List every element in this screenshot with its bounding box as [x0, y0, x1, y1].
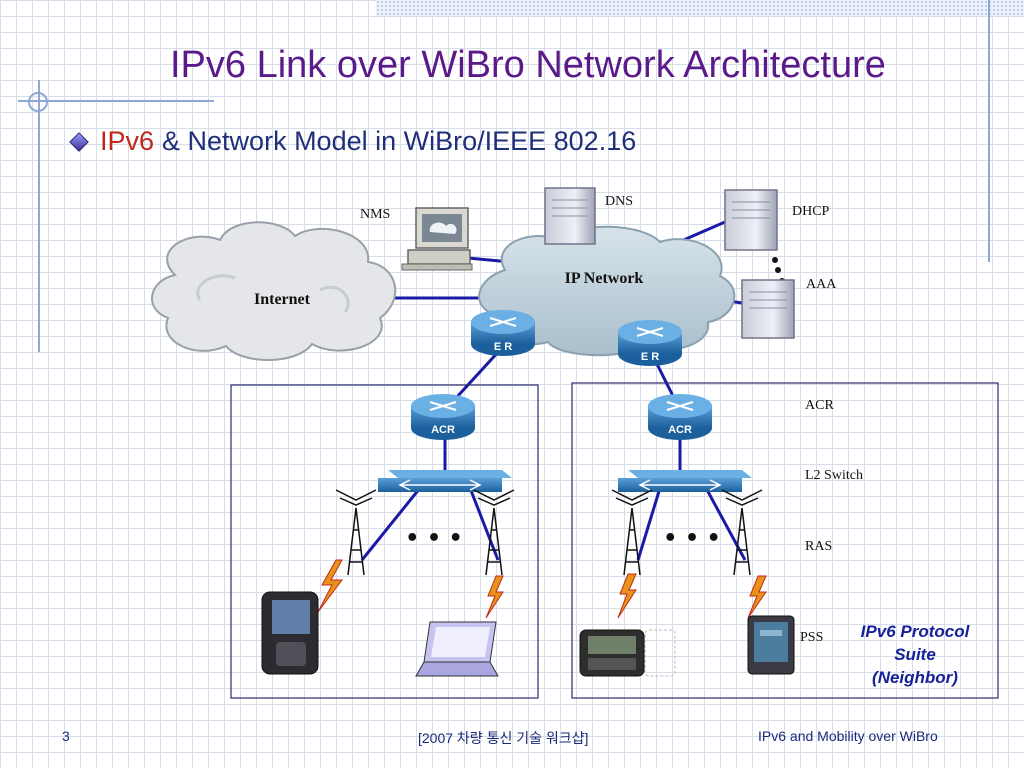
internet-cloud-icon — [151, 221, 397, 361]
er-router-right-icon — [618, 320, 682, 366]
l2-switch-left-icon — [378, 470, 512, 492]
aaa-label: AAA — [806, 277, 837, 292]
aaa-server-icon — [741, 279, 795, 339]
deco-horizontal-line — [18, 100, 214, 102]
slide-title: IPv6 Link over WiBro Network Architectur… — [170, 44, 886, 86]
subnet-box-left — [230, 384, 539, 699]
ras-tower-1-icon — [335, 489, 377, 576]
bullet-line: IPv6 & Network Model in WiBro/IEEE 802.1… — [69, 126, 637, 157]
deco-vertical-line-right — [988, 0, 990, 262]
link-sw2-ras3 — [636, 487, 662, 561]
er-router-left-icon — [471, 310, 535, 356]
ras-ellipsis-right: • • • — [663, 526, 721, 551]
acr-right-label: ACR — [668, 424, 692, 436]
dhcp-server-icon — [724, 189, 778, 251]
handheld-pc-icon — [579, 629, 676, 677]
lightning-3-icon — [617, 573, 637, 619]
dns-label: DNS — [605, 194, 633, 209]
subnet-box-right — [571, 382, 999, 699]
footer-right-text: IPv6 and Mobility over WiBro — [758, 728, 938, 744]
ras-tower-4-icon — [721, 489, 763, 576]
top-dotted-band — [376, 0, 1024, 16]
ipv6-neighbor-note: IPv6 Protocol Suite (Neighbor) — [840, 620, 990, 689]
dns-server-icon — [544, 187, 596, 245]
lightning-2-icon — [485, 575, 504, 619]
ras-tower-2-icon — [473, 489, 515, 576]
nms-workstation-icon — [401, 207, 473, 271]
legend-ras-label: RAS — [805, 539, 832, 554]
legend-acr-label: ACR — [805, 398, 834, 413]
acr-left-label: ACR — [431, 424, 455, 436]
note-line-2: Suite — [894, 645, 936, 664]
footer-center-text: [2007 차량 통신 기술 워크샵] — [418, 730, 589, 746]
er-left-label: E R — [494, 341, 512, 353]
deco-circle — [28, 92, 48, 112]
nms-label: NMS — [360, 207, 390, 222]
link-sw2-ras4 — [704, 487, 747, 561]
bullet-text: & Network Model in WiBro/IEEE 802.16 — [162, 126, 637, 156]
note-line-3: (Neighbor) — [872, 668, 958, 687]
lightning-1-icon — [317, 559, 343, 613]
dhcp-label: DHCP — [792, 204, 830, 219]
internet-label: Internet — [254, 291, 311, 308]
pda-icon — [747, 615, 795, 675]
deco-vertical-line-left — [38, 80, 40, 352]
ras-ellipsis-left: • • • — [405, 526, 463, 551]
link-sw1-ras2 — [468, 487, 500, 561]
legend-l2-switch-label: L2 Switch — [805, 468, 863, 483]
laptop-icon — [415, 621, 499, 677]
link-sw1-ras1 — [360, 487, 422, 561]
ip-network-label: IP Network — [565, 270, 644, 287]
note-line-1: IPv6 Protocol — [860, 622, 970, 641]
acr-router-right-icon — [648, 394, 712, 440]
pss-label: PSS — [800, 630, 823, 645]
mobile-phone-icon — [261, 591, 319, 675]
bullet-accent: IPv6 — [100, 126, 155, 156]
footer-page-number: 3 — [62, 728, 70, 744]
l2-switch-right-icon — [618, 470, 752, 492]
lightning-4-icon — [747, 575, 767, 619]
acr-router-left-icon — [411, 394, 475, 440]
er-right-label: E R — [641, 351, 659, 363]
ras-tower-3-icon — [611, 489, 653, 576]
